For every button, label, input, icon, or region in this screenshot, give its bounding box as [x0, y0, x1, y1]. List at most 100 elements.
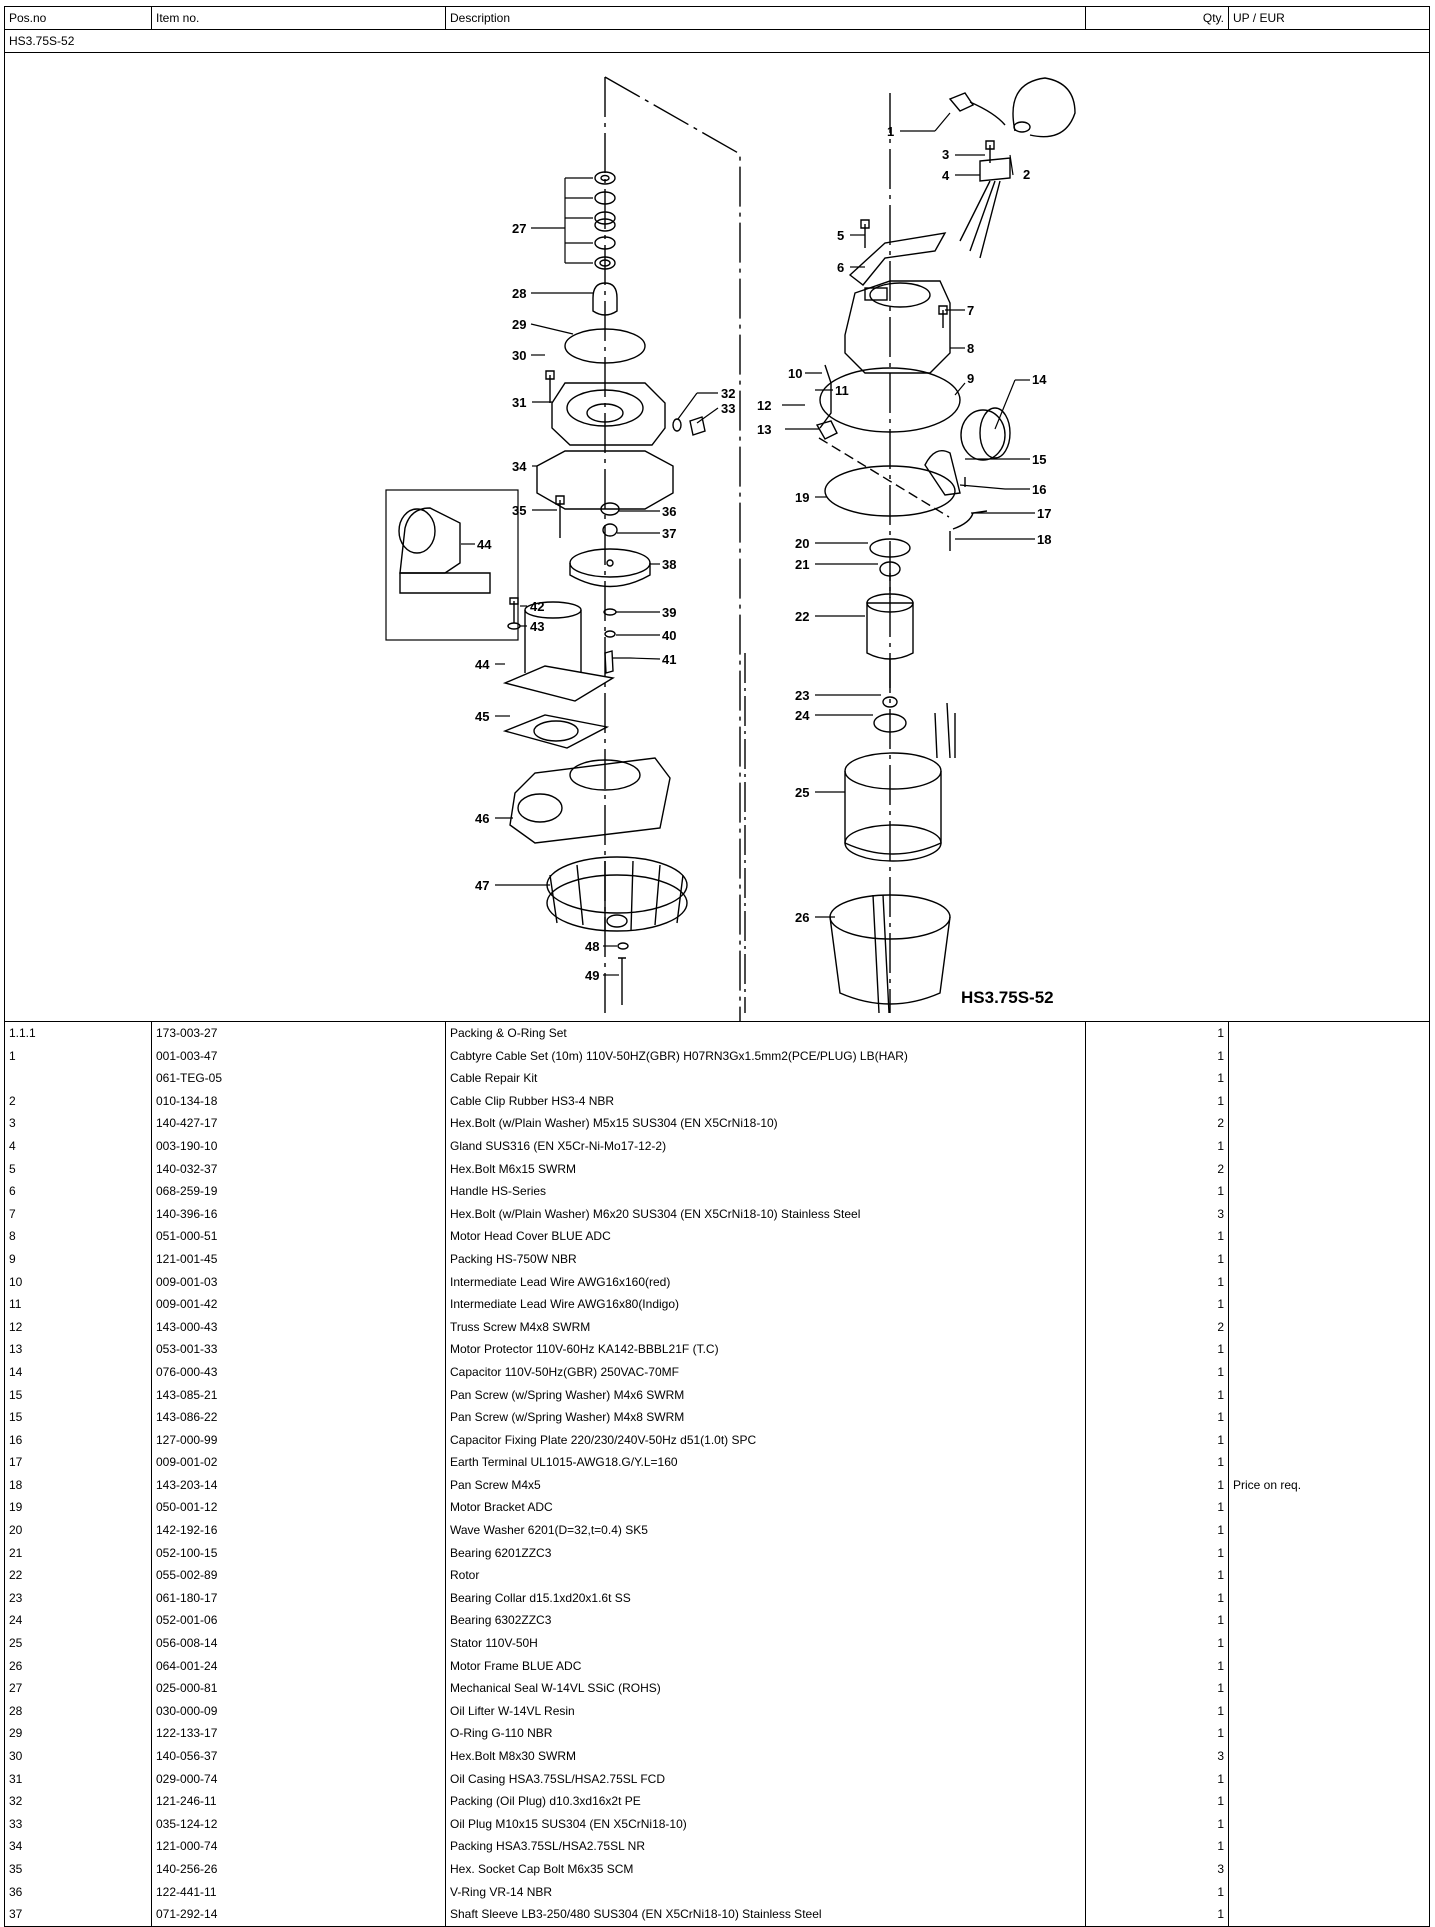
- row-qty: 1: [1085, 1270, 1229, 1294]
- elbow-detail-box: [385, 489, 519, 641]
- callout-44: 44: [475, 657, 490, 672]
- callout-39: 39: [662, 605, 676, 620]
- callout-11: 11: [835, 383, 849, 398]
- row-description: Intermediate Lead Wire AWG16x80(Indigo): [445, 1293, 1086, 1316]
- row-qty: 1: [1085, 1722, 1229, 1745]
- model-name: HS3.75S-52: [4, 29, 1430, 53]
- callout-31: 31: [512, 395, 526, 410]
- row-qty: 1: [1085, 1383, 1229, 1407]
- row-description: O-Ring G-110 NBR: [445, 1722, 1086, 1745]
- row-pos-no: 16: [4, 1428, 152, 1452]
- callout-6: 6: [837, 260, 844, 275]
- callout-16: 16: [1032, 482, 1046, 497]
- row-qty: 1: [1085, 1880, 1229, 1904]
- callout-12: 12: [757, 398, 771, 413]
- row-description: Cable Repair Kit: [445, 1067, 1086, 1090]
- figure-caption: HS3.75S-52: [961, 988, 1054, 1007]
- row-price: [1228, 1089, 1430, 1113]
- row-description: Bearing Collar d15.1xd20x1.6t SS: [445, 1586, 1086, 1610]
- row-item-no: 127-000-99: [151, 1428, 446, 1452]
- row-qty: 1: [1085, 1406, 1229, 1429]
- row-description: Motor Bracket ADC: [445, 1496, 1086, 1520]
- row-description: Motor Protector 110V-60Hz KA142-BBBL21F …: [445, 1338, 1086, 1361]
- motor-protector-icon: [815, 420, 838, 440]
- row-description: Stator 110V-50H: [445, 1632, 1086, 1655]
- callout-8: 8: [967, 341, 974, 356]
- row-price: [1228, 1609, 1430, 1633]
- row-pos-no: 37: [4, 1903, 152, 1927]
- row-item-no: 009-001-03: [151, 1270, 446, 1294]
- callout-2: 2: [1023, 167, 1030, 182]
- row-price: [1228, 1903, 1430, 1927]
- row-qty: 1: [1085, 1225, 1229, 1248]
- row-description: Wave Washer 6201(D=32,t=0.4) SK5: [445, 1519, 1086, 1542]
- oil-lifter-icon: [592, 282, 618, 316]
- row-description: Hex.Bolt (w/Plain Washer) M6x20 SUS304 (…: [445, 1202, 1086, 1226]
- row-description: Capacitor Fixing Plate 220/230/240V-50Hz…: [445, 1428, 1086, 1452]
- callout-1: 1: [887, 124, 894, 139]
- row-description: Pan Screw (w/Spring Washer) M4x8 SWRM: [445, 1406, 1086, 1429]
- row-item-no: 122-133-17: [151, 1722, 446, 1745]
- row-price: [1228, 1315, 1430, 1339]
- callout-49: 49: [585, 968, 599, 983]
- row-qty: 1: [1085, 1428, 1229, 1452]
- callout-32: 32: [721, 386, 735, 401]
- lower-bearing-icon: [873, 713, 907, 733]
- row-qty: 1: [1085, 1247, 1229, 1271]
- row-item-no: 143-203-14: [151, 1473, 446, 1497]
- row-price: Price on req.: [1228, 1473, 1430, 1497]
- row-pos-no: 3: [4, 1112, 152, 1135]
- row-description: Hex.Bolt M8x30 SWRM: [445, 1745, 1086, 1768]
- row-item-no: 001-003-47: [151, 1044, 446, 1068]
- strainer-icon: [546, 856, 688, 932]
- row-price: [1228, 1157, 1430, 1181]
- row-pos-no: 21: [4, 1541, 152, 1565]
- callout-10: 10: [788, 366, 802, 381]
- row-pos-no: 1: [4, 1044, 152, 1068]
- row-item-no: 121-246-11: [151, 1790, 446, 1813]
- row-price: [1228, 1699, 1430, 1723]
- row-description: Hex.Bolt (w/Plain Washer) M5x15 SUS304 (…: [445, 1112, 1086, 1135]
- callout-labels: 1 2 3 4 5 6 7 8 9 10 11 12 13: [475, 124, 1051, 983]
- callout-37: 37: [662, 526, 676, 541]
- discharge-pipe-icon: [502, 601, 615, 702]
- row-item-no: 052-001-06: [151, 1609, 446, 1633]
- row-qty: 3: [1085, 1745, 1229, 1768]
- row-description: V-Ring VR-14 NBR: [445, 1880, 1086, 1904]
- row-item-no: 030-000-09: [151, 1699, 446, 1723]
- row-pos-no: 5: [4, 1157, 152, 1181]
- row-qty: 1: [1085, 1044, 1229, 1068]
- row-price: [1228, 1745, 1430, 1768]
- row-item-no: 068-259-19: [151, 1180, 446, 1203]
- row-item-no: 050-001-12: [151, 1496, 446, 1520]
- row-price: [1228, 1225, 1430, 1248]
- row-price: [1228, 1044, 1430, 1068]
- row-pos-no: 9: [4, 1247, 152, 1271]
- row-pos-no: 33: [4, 1812, 152, 1836]
- callout-4: 4: [942, 168, 950, 183]
- table-header-row: Pos.no Item no. Description Qty. UP / EU…: [4, 6, 1430, 30]
- row-item-no: 052-100-15: [151, 1541, 446, 1565]
- mechanical-seal-icon: [594, 171, 616, 270]
- row-description: Earth Terminal UL1015-AWG18.G/Y.L=160: [445, 1451, 1086, 1474]
- row-description: Cabtyre Cable Set (10m) 110V-50HZ(GBR) H…: [445, 1044, 1086, 1068]
- row-description: Cable Clip Rubber HS3-4 NBR: [445, 1089, 1086, 1113]
- row-price: [1228, 1880, 1430, 1904]
- row-pos-no: 32: [4, 1790, 152, 1813]
- row-item-no: 009-001-42: [151, 1293, 446, 1316]
- row-qty: 1: [1085, 1654, 1229, 1678]
- row-description: Mechanical Seal W-14VL SSiC (ROHS): [445, 1677, 1086, 1700]
